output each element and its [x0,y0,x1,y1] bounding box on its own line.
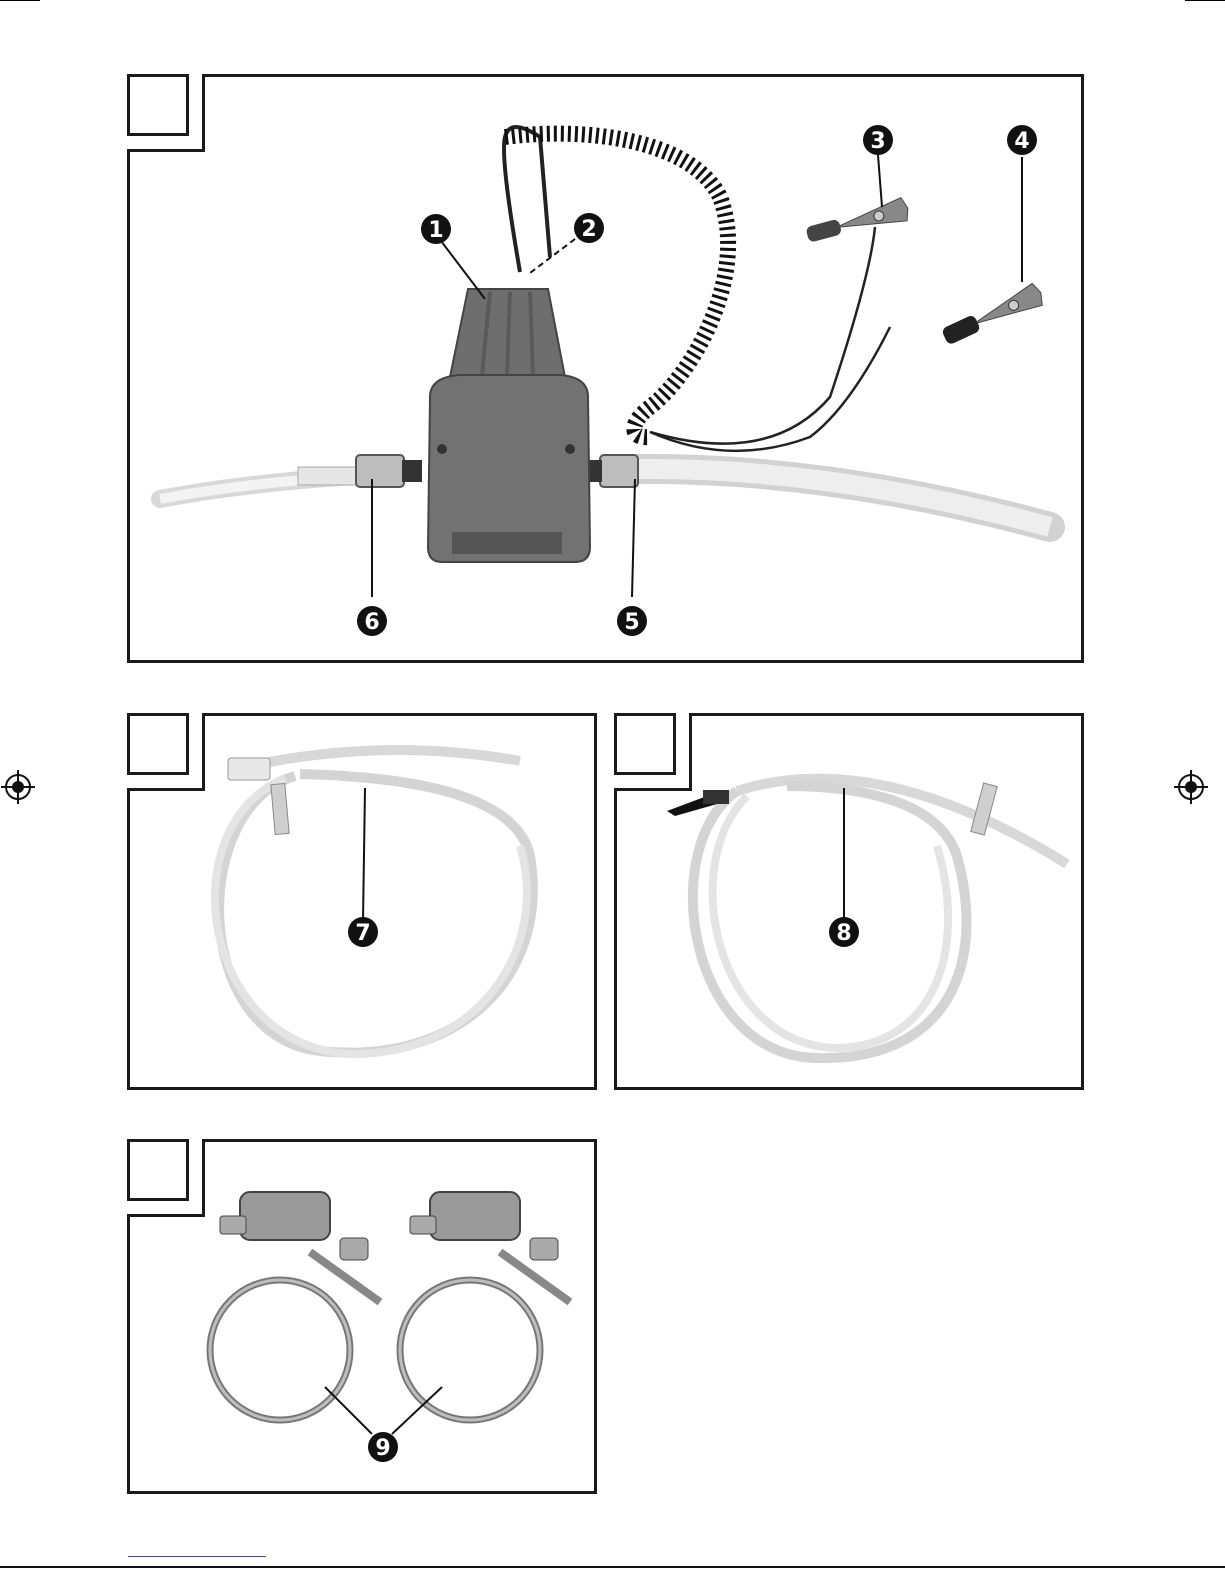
callout-1: 1 [421,214,451,244]
svg-text:6: 6 [364,610,379,635]
svg-text:4: 4 [1014,129,1029,154]
hose-clamps-illustration: 9 [130,1142,594,1491]
registration-mark-icon [1174,770,1208,804]
callout-9: 9 [368,1432,398,1462]
figure-3-panel: 8 [614,713,1084,1090]
callout-6: 6 [357,606,387,636]
svg-text:2: 2 [581,217,596,242]
footer-rule [0,1566,1225,1568]
svg-text:9: 9 [375,1436,390,1461]
svg-text:3: 3 [870,129,885,154]
oil-pump-illustration: 1 2 3 4 5 6 [130,77,1081,660]
svg-text:8: 8 [836,921,851,946]
figure-1-panel: 1 2 3 4 5 6 [127,74,1084,663]
crop-mark-top-left [0,0,40,1]
svg-text:7: 7 [355,921,370,946]
callout-2: 2 [574,213,604,243]
callout-8: 8 [829,917,859,947]
registration-mark-icon [1,770,35,804]
figure-2-panel: 7 [127,713,597,1090]
footer-link-rule [128,1556,266,1557]
callout-3: 3 [863,125,893,155]
crop-mark-top-right [1185,0,1225,1]
figure-4-panel: 9 [127,1139,597,1494]
callout-5: 5 [617,606,647,636]
discharge-hose-illustration: 8 [617,716,1081,1087]
suction-hose-illustration: 7 [130,716,594,1087]
svg-text:1: 1 [428,218,443,243]
callout-7: 7 [348,917,378,947]
callout-4: 4 [1007,125,1037,155]
svg-text:5: 5 [624,610,639,635]
